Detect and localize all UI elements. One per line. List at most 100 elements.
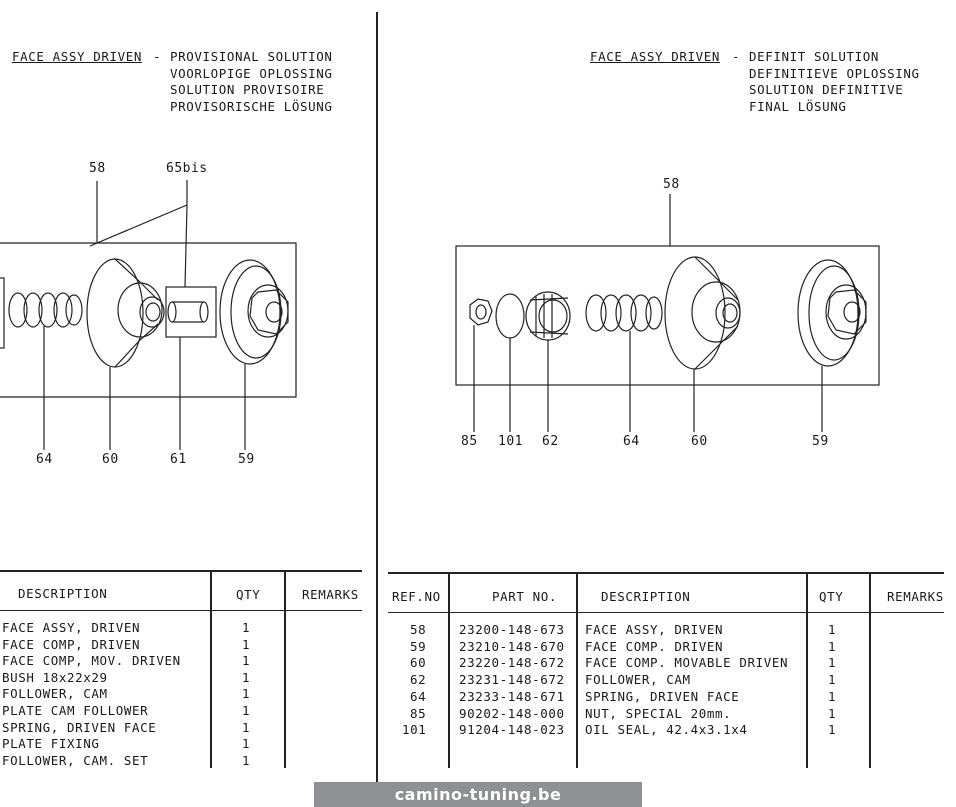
right-row-qty: 1 (828, 639, 837, 654)
right-header-part: PART NO. (492, 589, 558, 604)
left-subtitle-1: PROVISIONAL SOLUTION (170, 49, 333, 64)
right-row-part: 90202-148-000 (459, 706, 565, 721)
right-row-part: 23210-148-670 (459, 639, 565, 654)
left-table-col-rule-2 (284, 570, 286, 768)
right-subtitle-1: DEFINIT SOLUTION (749, 49, 880, 64)
left-callout-64: 64 (36, 452, 53, 467)
left-callout-65bis: 65bis (166, 161, 208, 176)
right-title-dash: - (732, 49, 741, 64)
right-assembly-frame (455, 245, 880, 386)
right-cam-follower (525, 291, 571, 341)
right-row-ref: 85 (410, 706, 427, 721)
right-row-part: 23231-148-672 (459, 672, 565, 687)
right-row-description: FOLLOWER, CAM (585, 672, 691, 687)
left-subtitle-2: VOORLOPIGE OPLOSSING (170, 66, 333, 81)
right-movable-face (664, 256, 741, 370)
left-callout-61: 61 (170, 452, 187, 467)
left-row-description: BUSH 18x22x29 (2, 670, 108, 685)
right-oil-seal (495, 293, 525, 339)
right-table-col-rule-2 (576, 572, 578, 768)
left-title: FACE ASSY DRIVEN (12, 49, 143, 64)
right-row-ref: 58 (410, 622, 427, 637)
left-row-qty: 1 (242, 736, 251, 751)
left-movable-face (86, 258, 165, 368)
right-spring (585, 294, 663, 332)
right-title: FACE ASSY DRIVEN (590, 49, 721, 64)
right-callout-64: 64 (623, 434, 640, 449)
right-header-ref: REF.NO (392, 589, 441, 604)
right-row-part: 23220-148-672 (459, 655, 565, 670)
left-title-dash: - (153, 49, 162, 64)
right-subtitle-3: SOLUTION DEFINITIVE (749, 82, 904, 97)
right-row-description: FACE COMP. DRIVEN (585, 639, 724, 654)
left-row-qty: 1 (242, 753, 251, 768)
right-row-qty: 1 (828, 655, 837, 670)
left-subtitle-4: PROVISORISCHE LÖSUNG (170, 99, 333, 114)
left-row-qty: 1 (242, 670, 251, 685)
right-row-qty: 1 (828, 706, 837, 721)
right-row-ref: 59 (410, 639, 427, 654)
left-leader-65bis (89, 180, 188, 288)
right-row-ref: 62 (410, 672, 427, 687)
right-callout-59: 59 (812, 434, 829, 449)
watermark-banner: camino-tuning.be (314, 782, 642, 807)
right-row-ref: 60 (410, 655, 427, 670)
left-row-qty: 1 (242, 686, 251, 701)
left-spring (8, 292, 83, 328)
left-row-description: SPRING, DRIVEN FACE (2, 720, 157, 735)
left-row-qty: 1 (242, 703, 251, 718)
left-table-col-rule-1 (210, 570, 212, 768)
left-table-header-rule (0, 610, 362, 611)
right-fixed-face (797, 259, 867, 367)
right-table-header-rule (388, 612, 944, 613)
right-row-description: FACE COMP. MOVABLE DRIVEN (585, 655, 789, 670)
left-bush (165, 286, 217, 338)
left-row-description: PLATE CAM FOLLOWER (2, 703, 149, 718)
right-subtitle-2: DEFINITIEVE OPLOSSING (749, 66, 920, 81)
right-table-col-rule-4 (869, 572, 871, 768)
left-callout-58: 58 (89, 161, 106, 176)
right-row-description: OIL SEAL, 42.4x3.1x4 (585, 722, 748, 737)
right-row-part: 23200-148-673 (459, 622, 565, 637)
left-cutoff-part (0, 277, 5, 349)
right-callout-60: 60 (691, 434, 708, 449)
right-row-part: 91204-148-023 (459, 722, 565, 737)
left-fixed-face (219, 259, 289, 365)
right-header-description: DESCRIPTION (601, 589, 691, 604)
right-table-top-rule (388, 572, 944, 574)
right-row-part: 23233-148-671 (459, 689, 565, 704)
right-header-qty: QTY (819, 589, 844, 604)
right-callout-62: 62 (542, 434, 559, 449)
right-callout-85: 85 (461, 434, 478, 449)
right-row-qty: 1 (828, 622, 837, 637)
left-header-remarks: REMARKS (302, 587, 359, 602)
right-table-col-rule-3 (806, 572, 808, 768)
left-row-description: FOLLOWER, CAM (2, 686, 108, 701)
right-nut (469, 298, 493, 326)
left-row-qty: 1 (242, 620, 251, 635)
left-header-description: DESCRIPTION (18, 586, 108, 601)
right-row-description: SPRING, DRIVEN FACE (585, 689, 740, 704)
right-table-col-rule-1 (448, 572, 450, 768)
right-header-remarks: REMARKS (887, 589, 944, 604)
right-row-qty: 1 (828, 672, 837, 687)
right-row-ref: 101 (402, 722, 427, 737)
left-subtitle-3: SOLUTION PROVISOIRE (170, 82, 325, 97)
left-row-description: PLATE FIXING (2, 736, 100, 751)
right-row-ref: 64 (410, 689, 427, 704)
left-row-qty: 1 (242, 653, 251, 668)
page-divider (376, 12, 378, 782)
right-row-description: NUT, SPECIAL 20mm. (585, 706, 732, 721)
right-callout-101: 101 (498, 434, 523, 449)
left-callout-60: 60 (102, 452, 119, 467)
right-callout-58: 58 (663, 177, 680, 192)
left-row-description: FACE ASSY, DRIVEN (2, 620, 141, 635)
right-subtitle-4: FINAL LÖSUNG (749, 99, 847, 114)
left-row-description: FACE COMP, DRIVEN (2, 637, 141, 652)
right-row-qty: 1 (828, 722, 837, 737)
left-row-description: FOLLOWER, CAM. SET (2, 753, 149, 768)
left-callout-59: 59 (238, 452, 255, 467)
left-table-top-rule (0, 570, 362, 572)
